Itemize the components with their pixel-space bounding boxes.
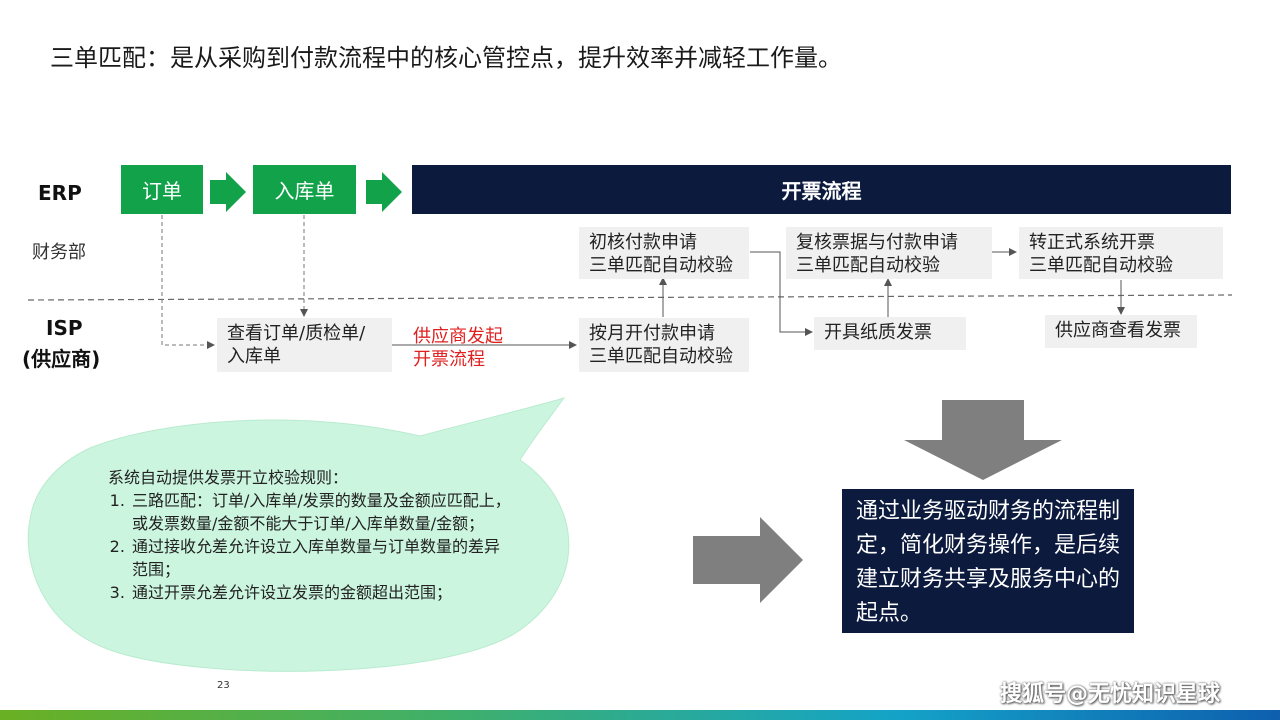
supplier-view-invoice: 供应商查看发票 — [1045, 315, 1197, 348]
erp-step-invoicing: 开票流程 — [412, 165, 1231, 214]
speech-bubble — [27, 397, 570, 672]
bottom-gradient-bar — [0, 710, 1280, 720]
supplier-paper-invoice: 开具纸质发票 — [814, 317, 966, 350]
bubble-rule-3: 通过开票允差允许设立发票的金额超出范围； — [130, 581, 512, 604]
supplier-initiate-line1: 供应商发起 — [413, 326, 503, 347]
supplier-monthly-request: 按月开付款申请 三单匹配自动校验 — [579, 318, 749, 372]
bubble-content: 系统自动提供发票开立校验规则： 三路匹配：订单/入库单/发票的数量及金额应匹配上… — [108, 466, 512, 604]
supplier-view-docs-line2: 入库单 — [227, 346, 281, 367]
finance-second-review: 复核票据与付款申请 三单匹配自动校验 — [786, 227, 992, 279]
right-block-arrow — [693, 517, 803, 603]
supplier-view-docs-line1: 查看订单/质检单/ — [227, 323, 366, 344]
supplier-monthly-request-line2: 三单匹配自动校验 — [589, 346, 733, 367]
finance-official-invoice: 转正式系统开票 三单匹配自动校验 — [1019, 227, 1223, 279]
finance-initial-review-line1: 初核付款申请 — [589, 232, 697, 253]
bubble-rule-2: 通过接收允差允许设立入库单数量与订单数量的差异范围； — [130, 535, 512, 581]
lane-label-finance: 财务部 — [32, 242, 86, 263]
supplier-view-docs: 查看订单/质检单/ 入库单 — [217, 318, 392, 372]
lane-divider — [27, 294, 1233, 301]
finance-initial-review: 初核付款申请 三单匹配自动校验 — [579, 227, 749, 279]
conclusion-box: 通过业务驱动财务的流程制定，简化财务操作，是后续建立财务共享及服务中心的起点。 — [842, 489, 1134, 633]
chevron-arrow-2 — [366, 172, 402, 212]
finance-second-review-line2: 三单匹配自动校验 — [796, 255, 940, 276]
erp-step-receipt: 入库单 — [253, 165, 356, 214]
page-number: 23 — [217, 680, 230, 691]
watermark: 搜狐号@无忧知识星球 — [1000, 682, 1221, 707]
finance-official-invoice-line2: 三单匹配自动校验 — [1029, 255, 1173, 276]
down-block-arrow — [904, 400, 1062, 480]
supplier-initiate-label: 供应商发起 开票流程 — [413, 325, 503, 371]
lane-label-erp: ERP — [38, 181, 82, 205]
lane-label-supplier: (供应商) — [22, 347, 101, 371]
lane-label-isp: ISP — [46, 316, 83, 340]
finance-official-invoice-line1: 转正式系统开票 — [1029, 232, 1155, 253]
chevron-arrow-1 — [210, 172, 246, 212]
supplier-initiate-line2: 开票流程 — [413, 349, 485, 370]
bubble-rule-1: 三路匹配：订单/入库单/发票的数量及金额应匹配上，或发票数量/金额不能大于订单/… — [130, 489, 512, 535]
connector-initial-to-paper — [750, 251, 813, 336]
connector-order-to-view — [161, 215, 215, 349]
bubble-rules: 三路匹配：订单/入库单/发票的数量及金额应匹配上，或发票数量/金额不能大于订单/… — [108, 489, 512, 604]
erp-step-order: 订单 — [121, 165, 203, 214]
finance-initial-review-line2: 三单匹配自动校验 — [589, 255, 733, 276]
bubble-intro: 系统自动提供发票开立校验规则： — [108, 468, 349, 487]
finance-second-review-line1: 复核票据与付款申请 — [796, 232, 958, 253]
supplier-monthly-request-line1: 按月开付款申请 — [589, 323, 715, 344]
page-title: 三单匹配：是从采购到付款流程中的核心管控点，提升效率并减轻工作量。 — [50, 44, 842, 72]
